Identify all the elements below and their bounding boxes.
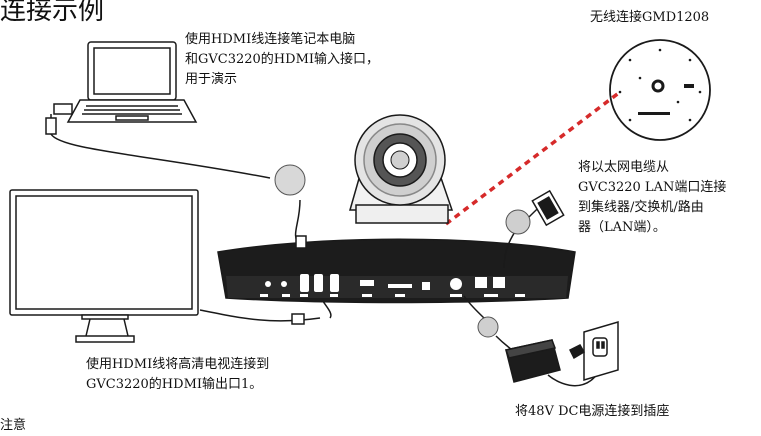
ethernet-jack-icon: [531, 189, 565, 227]
mic-pod-icon: [609, 39, 711, 141]
monitor-icon: [9, 189, 199, 343]
gvc3220-base-unit: [217, 238, 576, 304]
hdmi-in-plug: [295, 235, 307, 249]
laptop-connection-note: 使用HDMI线连接笔记本电脑 和GVC3220的HDMI输入接口， 用于演示: [185, 32, 380, 87]
laptop-callout-dot: [274, 164, 306, 196]
power-adapter-icon: [504, 339, 561, 383]
wall-outlet-icon: [568, 320, 619, 382]
power-connection-note: 将48V DC电源连接到插座: [515, 404, 670, 419]
power-callout-dot: [477, 316, 499, 338]
wireless-connection-label: 无线连接GMD1208: [590, 10, 710, 25]
connection-diagram: [9, 39, 711, 387]
diagram-title: 连接示例: [0, 0, 105, 26]
camera-icon: [349, 114, 454, 224]
ethernet-callout-dot: [505, 209, 531, 235]
lan-connection-note: 将以太网电缆从 GVC3220 LAN端口连接 到集线器/交换机/路由 器（LA…: [578, 160, 727, 235]
wireless-link-line: [444, 90, 622, 226]
tv-connection-note: 使用HDMI线将高清电视连接到 GVC3220的HDMI输出口1。: [86, 357, 270, 392]
laptop-icon: [66, 41, 198, 123]
